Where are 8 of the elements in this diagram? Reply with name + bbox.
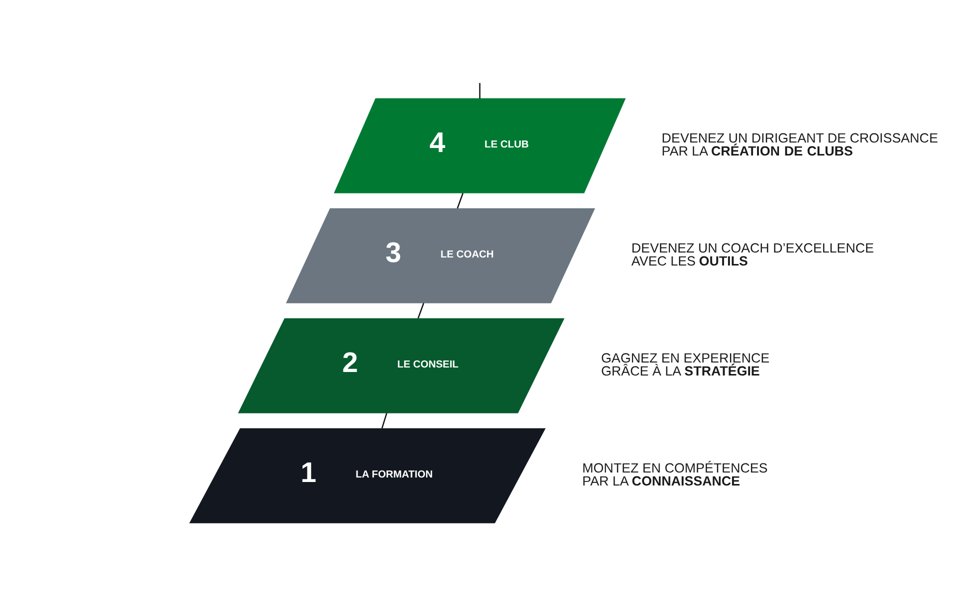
connector [381,412,388,428]
node-label: DEVENEZ UN COACH D’EXCELLENCE AVEC LES OUTILS [631,240,874,268]
connector [456,192,464,208]
connector [418,302,424,318]
node-label: GAGNEZ EN EXPERIENCE GRÂCE À LA STRATÉGIE [601,350,770,378]
connector [479,82,480,98]
node-label: MONTEZ EN COMPÉTENCES PAR LA CONNAISSANCE [582,460,768,488]
node-label: DEVENEZ UN DIRIGEANT DE CROISSANCE PAR LA CRÉATION DE CLUBS [662,130,938,158]
